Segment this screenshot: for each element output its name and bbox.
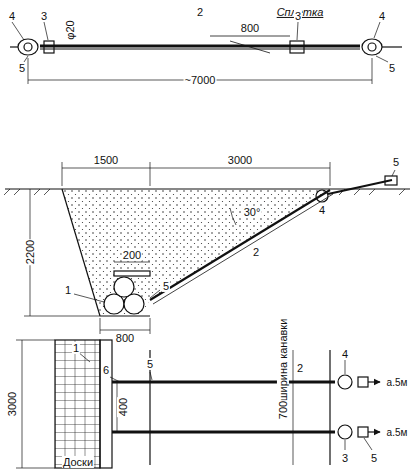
callout-label: 800 <box>115 332 135 344</box>
callout-label: 5 <box>388 62 396 74</box>
callout-label: 1 <box>72 342 80 354</box>
callout-label: Доски <box>62 456 94 468</box>
dimension-text: 2200 <box>24 239 36 265</box>
callout-label: а.5м <box>386 377 409 388</box>
callout-label: 4 <box>378 10 386 22</box>
dimension-text: 700 <box>277 400 289 420</box>
callout-label: 2 <box>196 6 204 18</box>
callout-label: 2 <box>296 362 304 374</box>
callout-label: 200 <box>122 249 142 261</box>
dimension-text: 400 <box>117 397 129 417</box>
callout-label: ~7000 <box>184 74 217 86</box>
callout-label: 3000 <box>227 154 253 166</box>
callout-label: 5 <box>18 62 26 74</box>
callout-label: 4 <box>318 204 326 216</box>
trench-section <box>4 162 410 334</box>
callout-label: 3 <box>294 10 302 22</box>
callout-label: 1500 <box>93 154 119 166</box>
callout-label: 5 <box>162 280 170 292</box>
callout-label: 30° <box>243 206 262 218</box>
callout-label: 6 <box>102 364 110 376</box>
callout-label: 5 <box>392 156 400 168</box>
callout-label: 3 <box>40 10 48 22</box>
callout-label: а.5м <box>386 427 409 438</box>
callout-label: 5 <box>370 452 378 464</box>
callout-label: 2 <box>252 246 260 258</box>
callout-label: 1 <box>64 284 72 296</box>
trench-plan <box>16 340 380 468</box>
callout-label: 800 <box>240 22 260 34</box>
callout-label: 4 <box>8 10 16 22</box>
callout-label: 5 <box>146 358 154 370</box>
callout-label: 4 <box>341 348 349 360</box>
dimension-text: ширина канавки <box>277 318 289 403</box>
dimension-text: φ20 <box>64 19 76 40</box>
dimension-text: 3000 <box>6 391 18 417</box>
callout-label: 3 <box>341 452 349 464</box>
